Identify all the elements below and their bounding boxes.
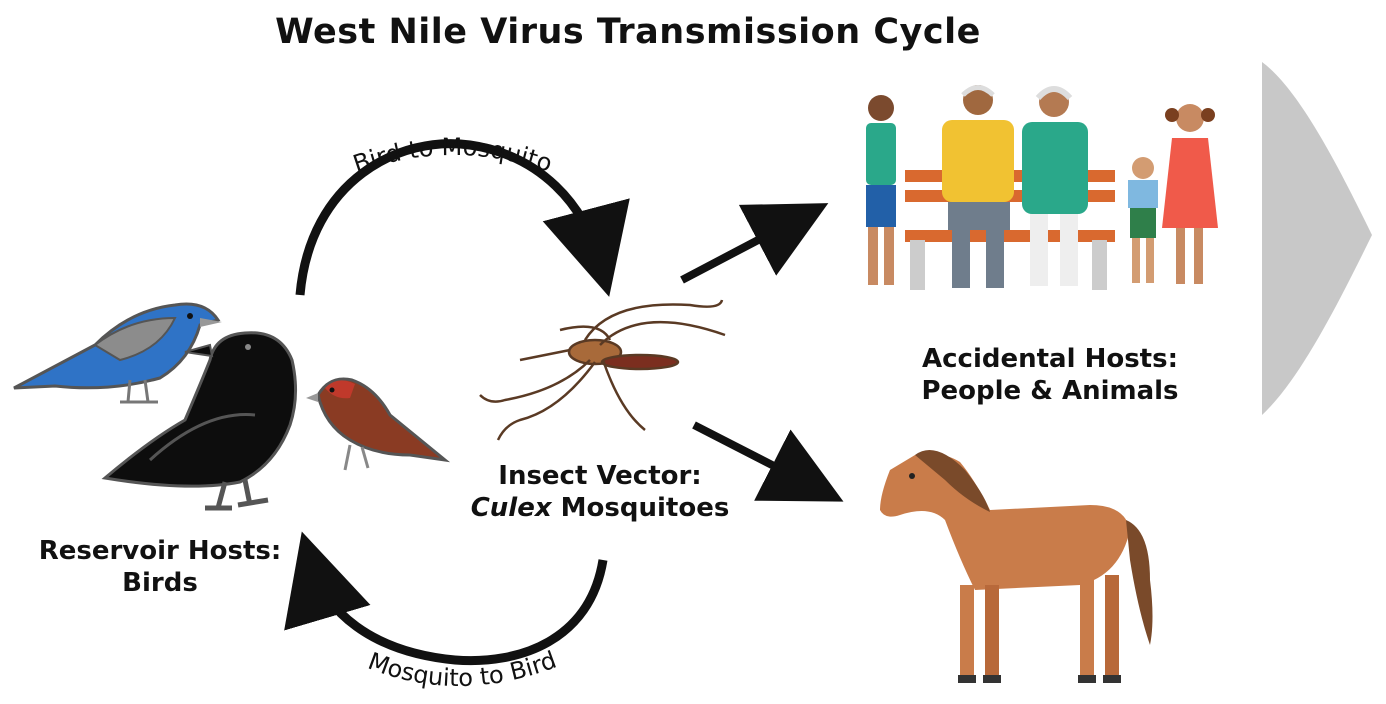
finch-icon [306,379,445,470]
mosquito-to-bird-label: Mosquito to Bird [364,646,560,692]
horse-icon [880,450,1153,683]
bird-to-mosquito-arrow [300,144,600,295]
bird-to-mosquito-label: Bird to Mosquito [350,133,556,178]
accidental-hosts-line1: Accidental Hosts: [880,343,1220,375]
mosquito-icon [480,300,725,440]
chevron-shape [1262,62,1372,415]
insect-vector-label: Insect Vector: Culex Mosquitoes [440,460,760,524]
page-title: West Nile Virus Transmission Cycle [0,12,1256,52]
mosquitoes-word: Mosquitoes [552,493,730,523]
reservoir-hosts-label: Reservoir Hosts: Birds [20,535,300,599]
accidental-hosts-line2: People & Animals [880,375,1220,407]
mosquito-to-bird-arrow [312,560,603,661]
accidental-hosts-label: Accidental Hosts: People & Animals [880,343,1220,407]
people-group-icon [866,85,1218,290]
reservoir-hosts-line2: Birds [20,567,300,599]
arrow-to-people [682,218,800,280]
reservoir-hosts-line1: Reservoir Hosts: [20,535,300,567]
insect-vector-line2: Culex Mosquitoes [440,492,760,524]
culex-genus: Culex [471,493,552,523]
insect-vector-line1: Insect Vector: [440,460,760,492]
